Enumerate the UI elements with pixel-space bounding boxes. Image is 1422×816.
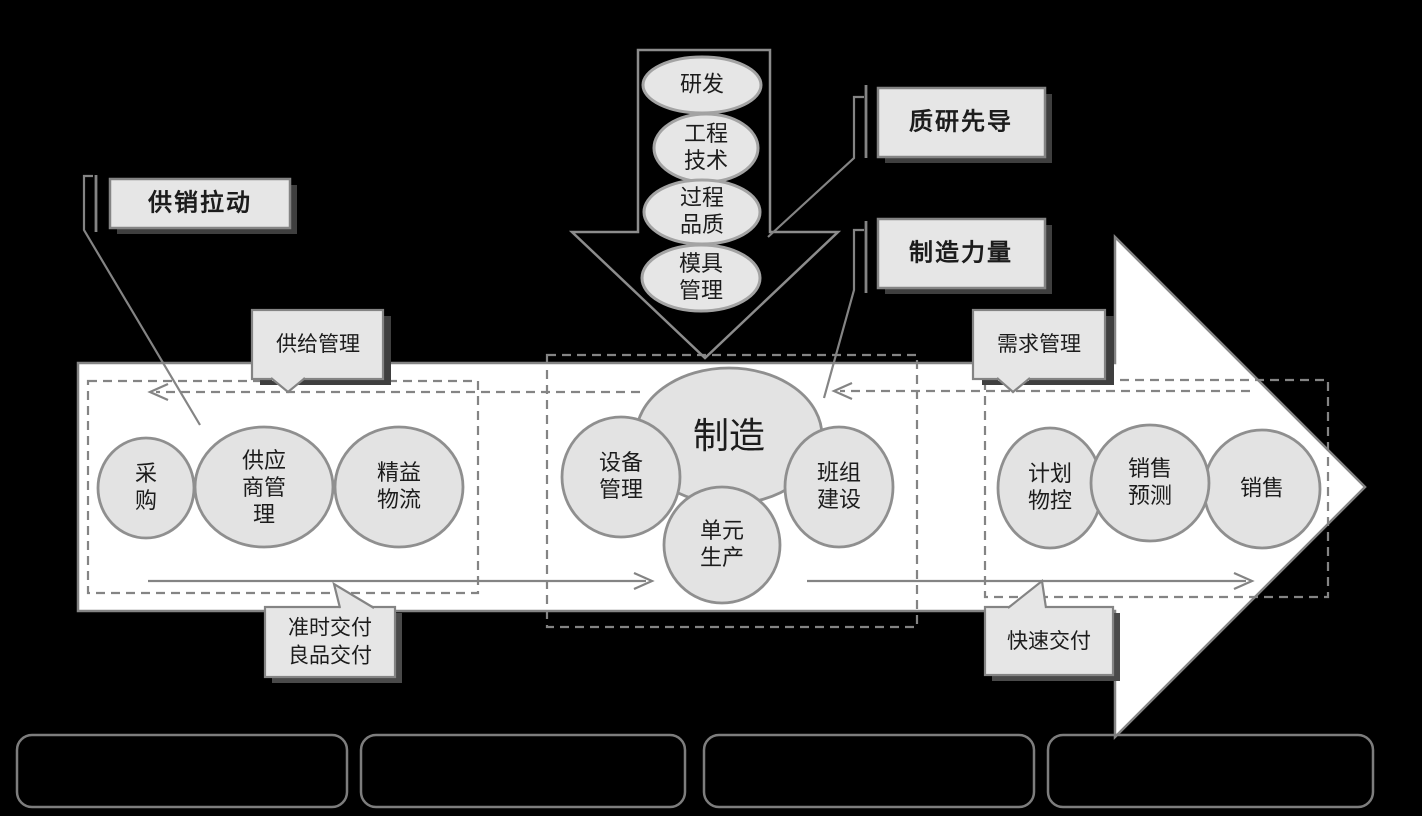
quality-lead-box <box>876 86 1047 159</box>
fast-delivery-pointer <box>1007 578 1048 609</box>
bottom-panel-3 <box>702 733 1036 809</box>
ellipse-mold-mgmt <box>640 243 762 313</box>
delivery-arrow-left-head <box>633 571 655 591</box>
supply-mgmt-pointer <box>270 377 306 394</box>
bottom-panel-2 <box>359 733 687 809</box>
pull-label-box <box>108 177 292 230</box>
circle-equipment-mgmt <box>560 415 682 539</box>
supply-mgmt-box <box>250 308 385 381</box>
connector-quality-lead <box>767 95 864 238</box>
dashed-box-manufacturing <box>545 353 919 629</box>
delivery-arrow-right-head <box>1233 571 1255 591</box>
demand-mgmt-pointer <box>996 377 1031 394</box>
connector-pull <box>82 174 201 426</box>
circle-sales <box>1202 428 1322 550</box>
circle-team-building <box>783 425 895 549</box>
ellipse-engineering <box>652 112 760 184</box>
circle-plan-material-control <box>996 426 1104 550</box>
ellipse-rd <box>641 55 763 115</box>
dashed-box-sales <box>983 378 1330 599</box>
circle-lean-logistics <box>333 425 465 549</box>
pull-arrow-supply-head <box>147 382 169 402</box>
connector-mfg-power <box>822 228 864 399</box>
circle-procurement <box>96 436 196 540</box>
fast-delivery-box <box>983 605 1115 677</box>
demand-mgmt-box <box>971 308 1107 381</box>
rd-down-arrow <box>568 48 842 360</box>
ellipse-process-quality <box>642 178 762 246</box>
mfg-power-box <box>876 217 1047 290</box>
bottom-panel-1 <box>15 733 349 809</box>
circle-supplier-mgmt <box>193 425 335 549</box>
pull-arrow-demand-head <box>831 381 853 401</box>
bottom-panel-4 <box>1046 733 1375 809</box>
circle-cell-production <box>662 485 782 605</box>
ontime-delivery-pointer <box>332 581 375 609</box>
ontime-delivery-box <box>263 605 397 679</box>
circle-sales-forecast <box>1089 423 1211 543</box>
